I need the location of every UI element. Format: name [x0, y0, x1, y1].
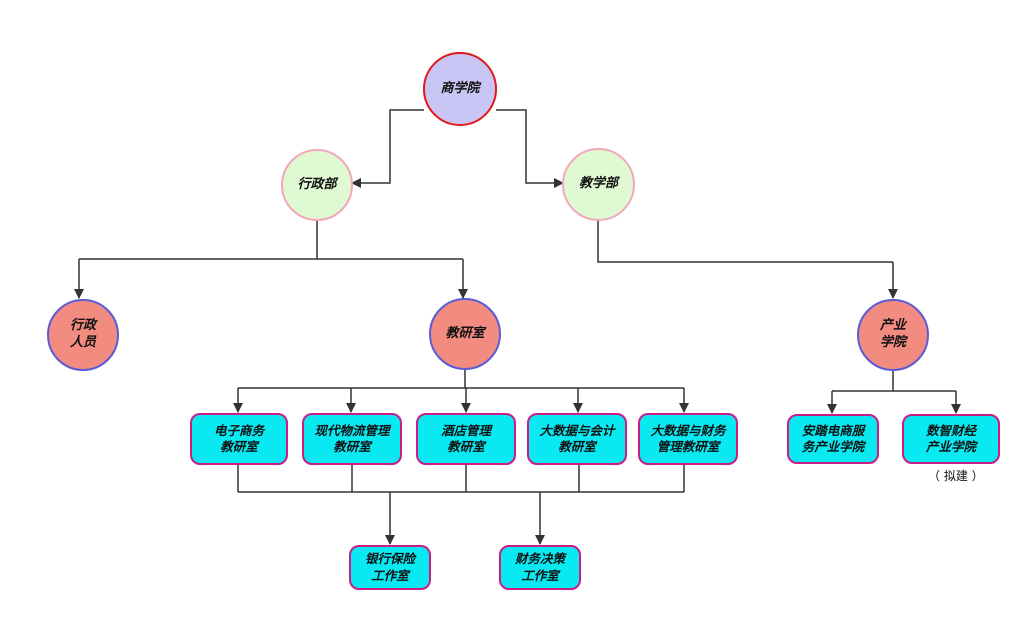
node-business-school: 商学院 — [423, 52, 497, 126]
node-label: 银行保险 工作室 — [364, 551, 415, 583]
node-label: 安踏电商服 务产业学院 — [801, 422, 865, 454]
node-anta-college: 安踏电商服 务产业学院 — [787, 414, 879, 464]
node-label: 行政 人员 — [69, 318, 96, 350]
node-label: 大数据与财务 管理教研室 — [650, 422, 726, 454]
node-finance-studio: 财务决策 工作室 — [499, 545, 581, 590]
node-label: 酒店管理 教研室 — [440, 422, 491, 454]
node-banking-studio: 银行保险 工作室 — [349, 545, 431, 590]
node-label: 财务决策 工作室 — [514, 551, 565, 583]
node-admin-staff: 行政 人员 — [47, 299, 119, 371]
node-label: 商学院 — [440, 80, 480, 96]
node-ecommerce-office: 电子商务 教研室 — [190, 413, 288, 465]
node-research-office: 教研室 — [429, 298, 501, 370]
node-label: 数智财经 产业学院 — [925, 422, 976, 454]
node-bigdata-finance-office: 大数据与财务 管理教研室 — [638, 413, 738, 465]
node-label: 大数据与会计 教研室 — [539, 422, 615, 454]
node-industry-college: 产业 学院 — [857, 299, 929, 371]
node-admin-dept: 行政部 — [281, 149, 353, 221]
node-hotel-office: 酒店管理 教研室 — [416, 413, 516, 465]
node-label: 行政部 — [297, 176, 337, 192]
node-label: 教研室 — [445, 325, 485, 341]
planned-note: （ 拟建 ） — [928, 469, 984, 483]
node-finance-college: 数智财经 产业学院 — [902, 414, 1000, 464]
node-logistics-office: 现代物流管理 教研室 — [302, 413, 402, 465]
node-bigdata-accounting-office: 大数据与会计 教研室 — [527, 413, 627, 465]
node-teaching-dept: 教学部 — [562, 148, 635, 221]
node-label: 电子商务 教研室 — [213, 422, 264, 454]
node-label: 教学部 — [578, 176, 618, 192]
node-label: 产业 学院 — [879, 318, 906, 350]
node-label: 现代物流管理 教研室 — [314, 422, 390, 454]
